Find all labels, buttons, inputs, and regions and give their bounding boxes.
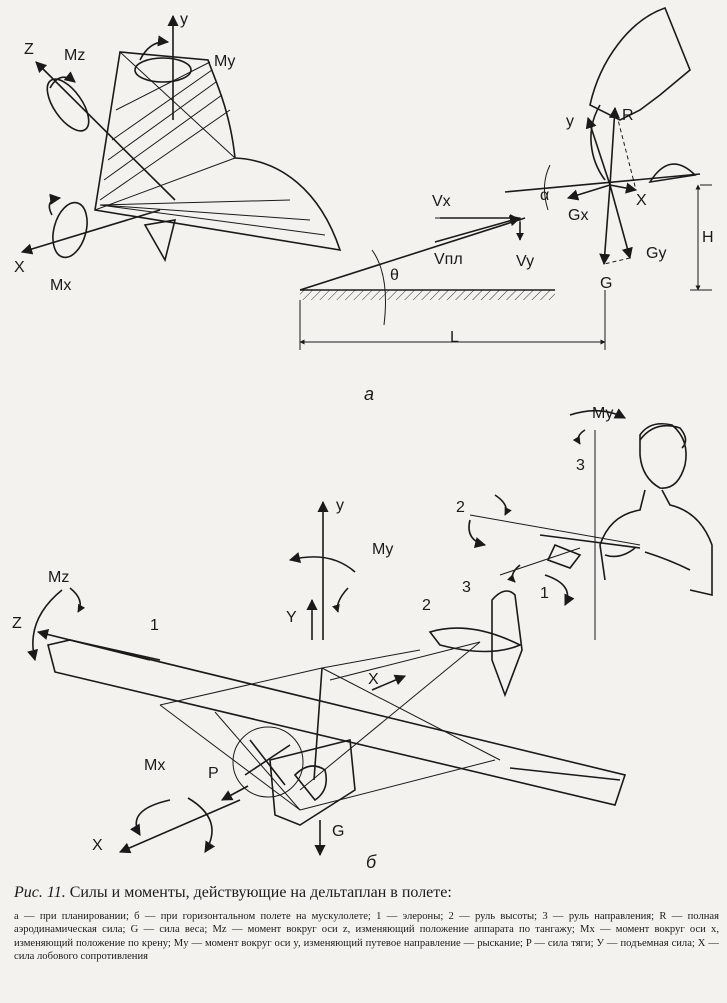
vx-label: Vx bbox=[432, 193, 451, 210]
tail-unit bbox=[299, 590, 523, 791]
height-h-label: H bbox=[702, 229, 714, 246]
vpl-label: Vпл bbox=[434, 251, 463, 268]
force-diagram bbox=[504, 6, 712, 291]
pilot-callout-1: 1 bbox=[540, 585, 549, 602]
force-r-label: R bbox=[622, 107, 634, 124]
force-g-label: G bbox=[600, 275, 612, 292]
axis-x-label: X bbox=[14, 259, 25, 276]
moment-arrows-b bbox=[27, 552, 356, 853]
bracing bbox=[159, 649, 501, 811]
figure-illustration: Z y X Mz My Mx Vx Vy Vпл θ L bbox=[12, 6, 714, 872]
b-callout-ailerons: 1 bbox=[150, 617, 159, 634]
pilot-callout-2: 2 bbox=[456, 499, 465, 516]
length-l-label: L bbox=[450, 329, 459, 346]
b-moment-mx-label: Mx bbox=[144, 757, 165, 774]
b-force-p-label: P bbox=[208, 765, 219, 782]
panel-a-label: а bbox=[364, 384, 374, 404]
caption-title-text: Силы и моменты, действующие на дельтапла… bbox=[69, 884, 452, 901]
force-gy-label: Gy bbox=[646, 245, 666, 262]
b-force-y-label: Y bbox=[286, 609, 297, 626]
caption-title: Рис. 11. Силы и моменты, действующие на … bbox=[14, 884, 719, 902]
b-moment-my-label: My bbox=[372, 541, 393, 558]
force-gx-label: Gx bbox=[568, 207, 588, 224]
moment-arrows-a bbox=[46, 35, 192, 259]
b-force-g-label: G bbox=[332, 823, 344, 840]
muscle-plane-wing bbox=[47, 639, 627, 806]
moment-my-label: My bbox=[214, 53, 235, 70]
alpha-label: α bbox=[540, 187, 549, 204]
figure-caption: Рис. 11. Силы и моменты, действующие на … bbox=[14, 884, 719, 964]
moment-mx-label: Mx bbox=[50, 277, 71, 294]
theta-label: θ bbox=[390, 267, 399, 284]
force-x-label: X bbox=[636, 192, 647, 209]
vy-label: Vy bbox=[516, 253, 534, 270]
panel-b-label: б bbox=[366, 852, 377, 872]
b-axis-xflight-label: X bbox=[368, 671, 379, 688]
moment-mz-label: Mz bbox=[64, 47, 85, 64]
cockpit-frame bbox=[232, 726, 356, 826]
axis-y-label: y bbox=[180, 11, 188, 28]
panel-a: Z y X Mz My Mx Vx Vy Vпл θ L bbox=[14, 6, 714, 404]
wing-axes bbox=[20, 14, 179, 255]
caption-legend: а — при планировании; б — при горизонтал… bbox=[14, 911, 719, 963]
hang-glider-wing bbox=[94, 51, 342, 263]
b-axis-x-label: X bbox=[92, 837, 103, 854]
glide-path-diagram bbox=[299, 214, 606, 350]
pilot-control-illustration bbox=[468, 408, 713, 640]
b-axis-y-label: y bbox=[336, 497, 344, 514]
b-moment-mz-label: Mz bbox=[48, 569, 69, 586]
force-y-label: y bbox=[566, 113, 574, 130]
axis-z-label: Z bbox=[24, 41, 34, 58]
panel-b: y My Y Mz Z 1 2 3 X Mx P G X б bbox=[12, 405, 713, 872]
pilot-moment-my-label: My bbox=[592, 405, 613, 422]
caption-fig-label: Рис. 11. bbox=[14, 884, 66, 901]
plane-axes bbox=[36, 500, 407, 857]
pilot-callout-3: 3 bbox=[576, 457, 585, 474]
b-axis-z-label: Z bbox=[12, 615, 22, 632]
b-callout-rudder: 3 bbox=[462, 579, 471, 596]
b-callout-elevator: 2 bbox=[422, 597, 431, 614]
